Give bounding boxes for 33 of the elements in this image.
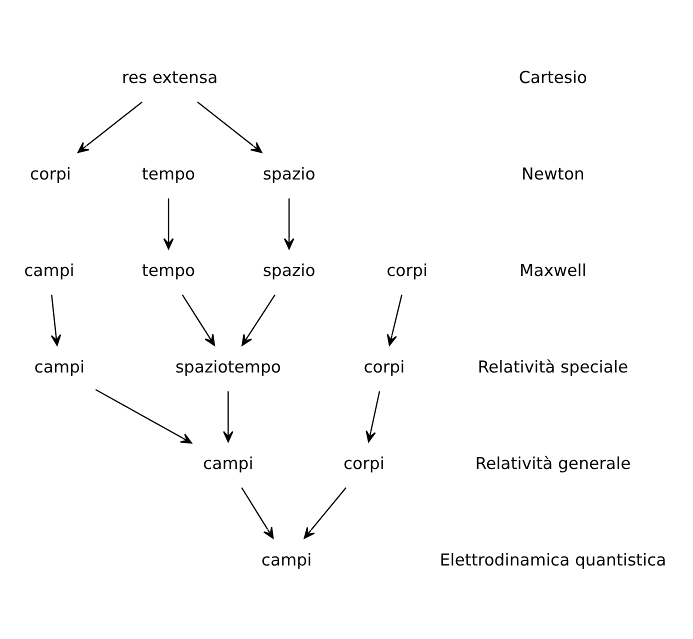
arrow <box>242 294 276 346</box>
node-text: campi <box>203 453 254 472</box>
node-text: campi <box>34 357 85 376</box>
label: Maxwell <box>520 260 586 280</box>
node-text: tempo <box>142 164 196 184</box>
arrow <box>304 486 346 538</box>
arrow <box>386 294 402 346</box>
label: Newton <box>522 164 584 184</box>
arrow <box>284 198 294 249</box>
label: Elettrodinamica quantistica <box>440 550 666 569</box>
node-text: corpi <box>30 164 72 184</box>
label: Relatività generale <box>475 453 631 472</box>
node-text: corpi <box>343 453 384 472</box>
label: Relatività speciale <box>478 357 628 376</box>
label: Cartesio <box>518 68 588 87</box>
node-text: corpi <box>386 260 428 280</box>
node-text: spaziotempo <box>175 357 282 376</box>
node-text: tempo <box>142 260 196 280</box>
arrow <box>241 486 274 538</box>
arrow <box>197 100 262 153</box>
arrow <box>50 294 62 346</box>
arrow <box>163 198 174 249</box>
arrow <box>95 388 192 444</box>
node-text: corpi <box>364 357 405 376</box>
node-text: campi <box>24 260 74 280</box>
arrow <box>77 100 143 153</box>
node-text: spazio <box>262 164 316 184</box>
arrow <box>366 390 380 442</box>
node-text: res extensa <box>122 68 218 87</box>
node-text: campi <box>261 550 312 569</box>
arrow <box>222 390 234 442</box>
arrow <box>182 294 216 346</box>
node-text: spazio <box>262 260 316 280</box>
